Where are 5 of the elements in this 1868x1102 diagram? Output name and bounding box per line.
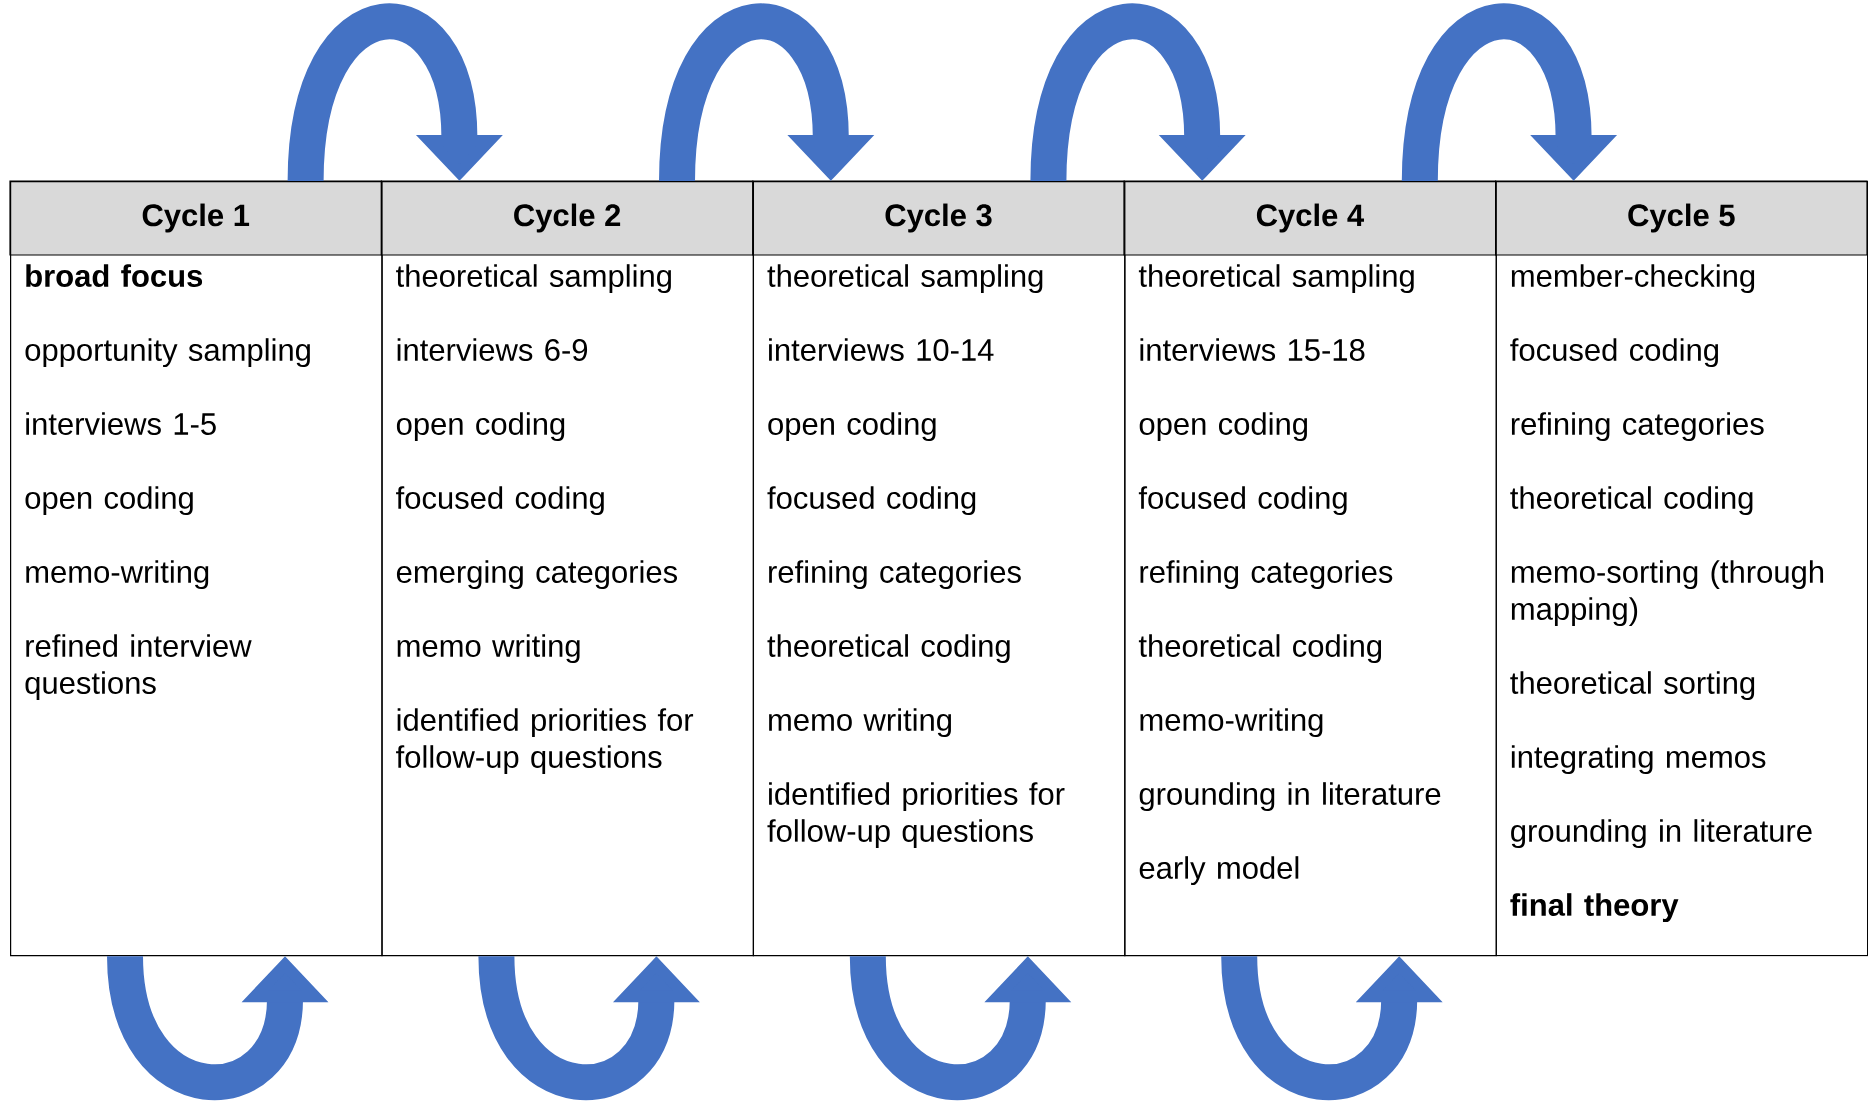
table-column: Cycle 4 theoretical sampling interviews 15-18 open coding focused coding refining categories theoretical coding memo-writing grounding in literature early model bbox=[1123, 180, 1497, 957]
table-column: Cycle 5 member-checking focused coding refining categories theoretical coding memo-sorting (through mapping) theoretical sorting integrating memos grounding in literature final theory bbox=[1495, 180, 1868, 957]
table-column: Cycle 3 theoretical sampling interviews 10-14 open coding focused coding refining categories theoretical coding memo writing identified priorities for follow-up questions bbox=[752, 180, 1126, 957]
table-column: Cycle 1 broad focus opportunity sampling interviews 1-5 open coding memo-writing refined interview questions bbox=[9, 180, 383, 957]
table-column: Cycle 2 theoretical sampling interviews 6-9 open coding focused coding emerging categories memo writing identified priorities for follow-up questions bbox=[380, 180, 754, 957]
